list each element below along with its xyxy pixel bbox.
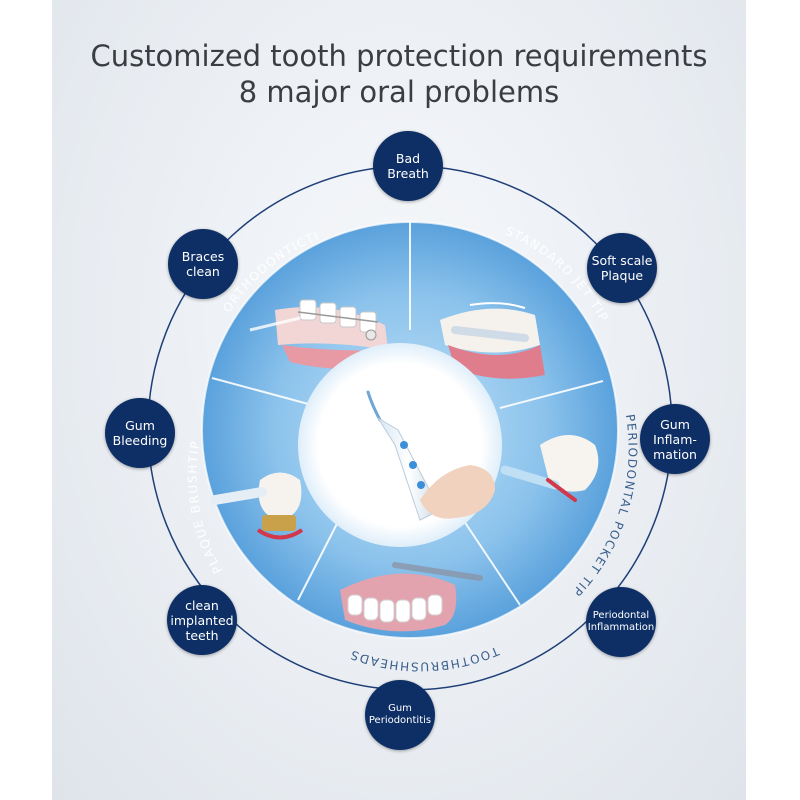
problem-node-soft-scale-plaque: Soft scale Plaque [587,233,657,303]
tip-label-toothbrush: TOOTHBRUSHHEADS [348,643,502,673]
problem-node-braces-clean: Braces clean [168,229,238,299]
problem-label: Gum Periodontitis [368,703,432,726]
problem-label: clean implanted teeth [170,597,234,643]
problem-node-gum-periodontitis: Gum Periodontitis [365,680,435,750]
problem-label: Gum Bleeding [112,418,168,448]
problem-label: Soft scale Plaque [591,253,653,283]
problem-label: Gum Inflam- mation [653,416,697,462]
plaque-tip-illustration [210,472,304,540]
problem-node-clean-implanted-teeth: clean implanted teeth [167,585,237,655]
problem-node-bad-breath: Bad Breath [373,131,443,201]
problem-label: Periodontal Inflammation [587,610,655,633]
problem-node-gum-inflammation: Gum Inflam- mation [640,404,710,474]
standard-tip-illustration [440,302,545,379]
problem-node-periodontal-inflammation: Periodontal Inflammation [586,587,656,657]
page-title: Customized tooth protection requirements [90,39,708,73]
problem-label: Bad Breath [387,151,429,181]
page-subtitle: 8 major oral problems [238,75,560,109]
water-flosser-illustration [366,390,495,521]
periodontal-tip-illustration [500,435,599,502]
problem-node-gum-bleeding: Gum Bleeding [105,398,175,468]
problem-label: Braces clean [181,249,225,279]
toothbrush-illustration [340,562,483,632]
